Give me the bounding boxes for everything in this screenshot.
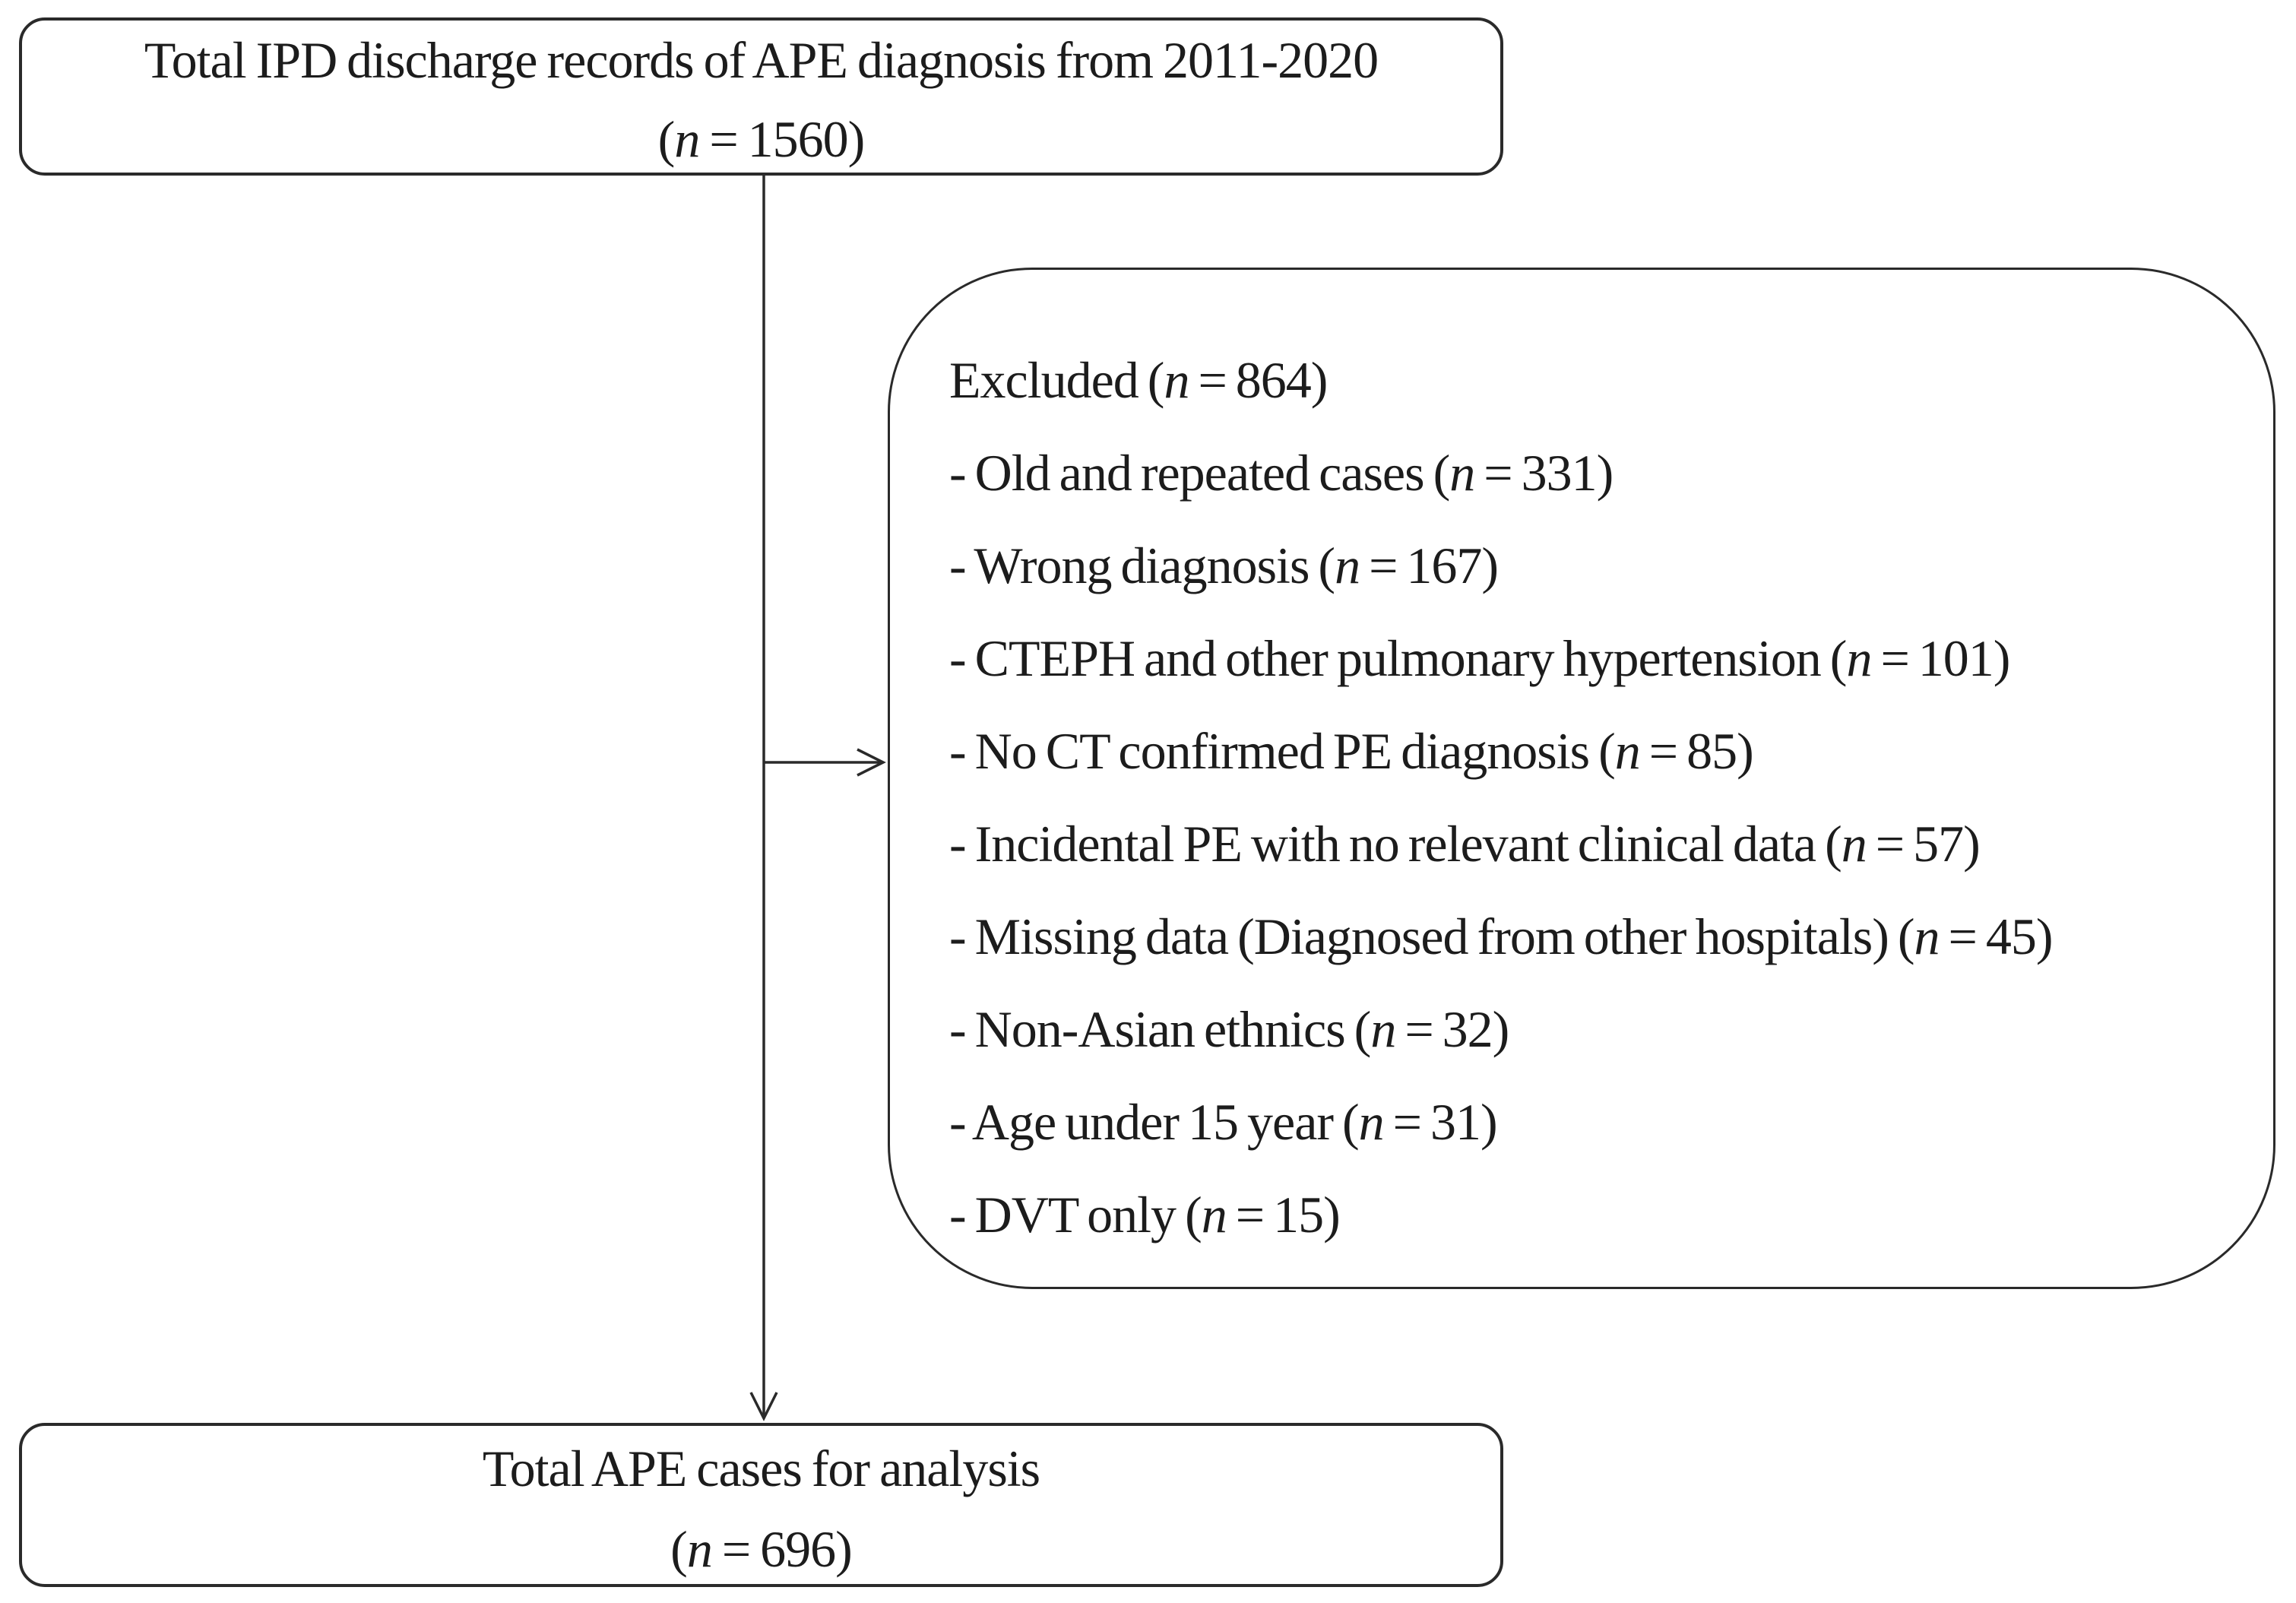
excluded-item-label: - Wrong diagnosis bbox=[949, 537, 1319, 594]
excluded-item-label: - Missing data (Diagnosed from other hos… bbox=[949, 908, 1898, 965]
excluded-item-label: - No CT confirmed PE diagnosis bbox=[949, 722, 1599, 780]
excluded-node: Excluded (n = 864) - Old and repeated ca… bbox=[888, 268, 2275, 1289]
excluded-item-n-count: (n = 331) bbox=[1433, 444, 1614, 502]
excluded-item-n-count: (n = 85) bbox=[1598, 722, 1754, 780]
analysis-cases-n-count: (n = 696) bbox=[670, 1520, 853, 1578]
excluded-header-n-count: (n = 864) bbox=[1147, 351, 1329, 409]
excluded-item: - No CT confirmed PE diagnosis (n = 85) bbox=[949, 705, 2258, 797]
excluded-item-label: - Age under 15 year bbox=[949, 1093, 1343, 1151]
excluded-item-label: - Old and repeated cases bbox=[949, 444, 1433, 502]
right-arrowhead-icon bbox=[857, 748, 886, 777]
excluded-item: - Age under 15 year (n = 31) bbox=[949, 1076, 2258, 1168]
excluded-item-n-count: (n = 167) bbox=[1318, 537, 1499, 594]
excluded-header: Excluded (n = 864) bbox=[949, 334, 2258, 426]
excluded-header-label: Excluded bbox=[949, 351, 1148, 409]
excluded-item-n-count: (n = 101) bbox=[1829, 629, 2011, 687]
excluded-item-n-count: (n = 45) bbox=[1897, 908, 2054, 965]
excluded-item-label: - Non-Asian ethnics bbox=[949, 1000, 1354, 1058]
total-records-title: Total IPD discharge records of APE diagn… bbox=[144, 31, 1379, 89]
excluded-item: - Non-Asian ethnics (n = 32) bbox=[949, 983, 2258, 1076]
excluded-item-n-count: (n = 15) bbox=[1185, 1186, 1341, 1243]
down-arrowhead-icon bbox=[749, 1392, 778, 1421]
excluded-item: - Old and repeated cases (n = 331) bbox=[949, 426, 2258, 519]
excluded-item-n-count: (n = 31) bbox=[1342, 1093, 1498, 1151]
analysis-cases-title: Total APE cases for analysis bbox=[482, 1440, 1040, 1497]
excluded-item-label: - CTEPH and other pulmonary hypertension bbox=[949, 629, 1830, 687]
analysis-cases-node: Total APE cases for analysis (n = 696) bbox=[19, 1423, 1503, 1587]
excluded-item: - CTEPH and other pulmonary hypertension… bbox=[949, 612, 2258, 705]
total-records-n-count: (n = 1560) bbox=[657, 110, 866, 168]
excluded-item-label: - Incidental PE with no relevant clinica… bbox=[949, 815, 1826, 873]
excluded-item: - DVT only (n = 15) bbox=[949, 1168, 2258, 1261]
total-records-node: Total IPD discharge records of APE diagn… bbox=[19, 17, 1503, 176]
excluded-item: - Wrong diagnosis (n = 167) bbox=[949, 519, 2258, 612]
excluded-item: - Incidental PE with no relevant clinica… bbox=[949, 797, 2258, 890]
excluded-item-n-count: (n = 32) bbox=[1354, 1000, 1510, 1058]
excluded-items-list: - Old and repeated cases (n = 331)- Wron… bbox=[949, 426, 2258, 1261]
excluded-item-label: - DVT only bbox=[949, 1186, 1186, 1243]
excluded-item: - Missing data (Diagnosed from other hos… bbox=[949, 890, 2258, 983]
excluded-item-n-count: (n = 57) bbox=[1825, 815, 1981, 873]
